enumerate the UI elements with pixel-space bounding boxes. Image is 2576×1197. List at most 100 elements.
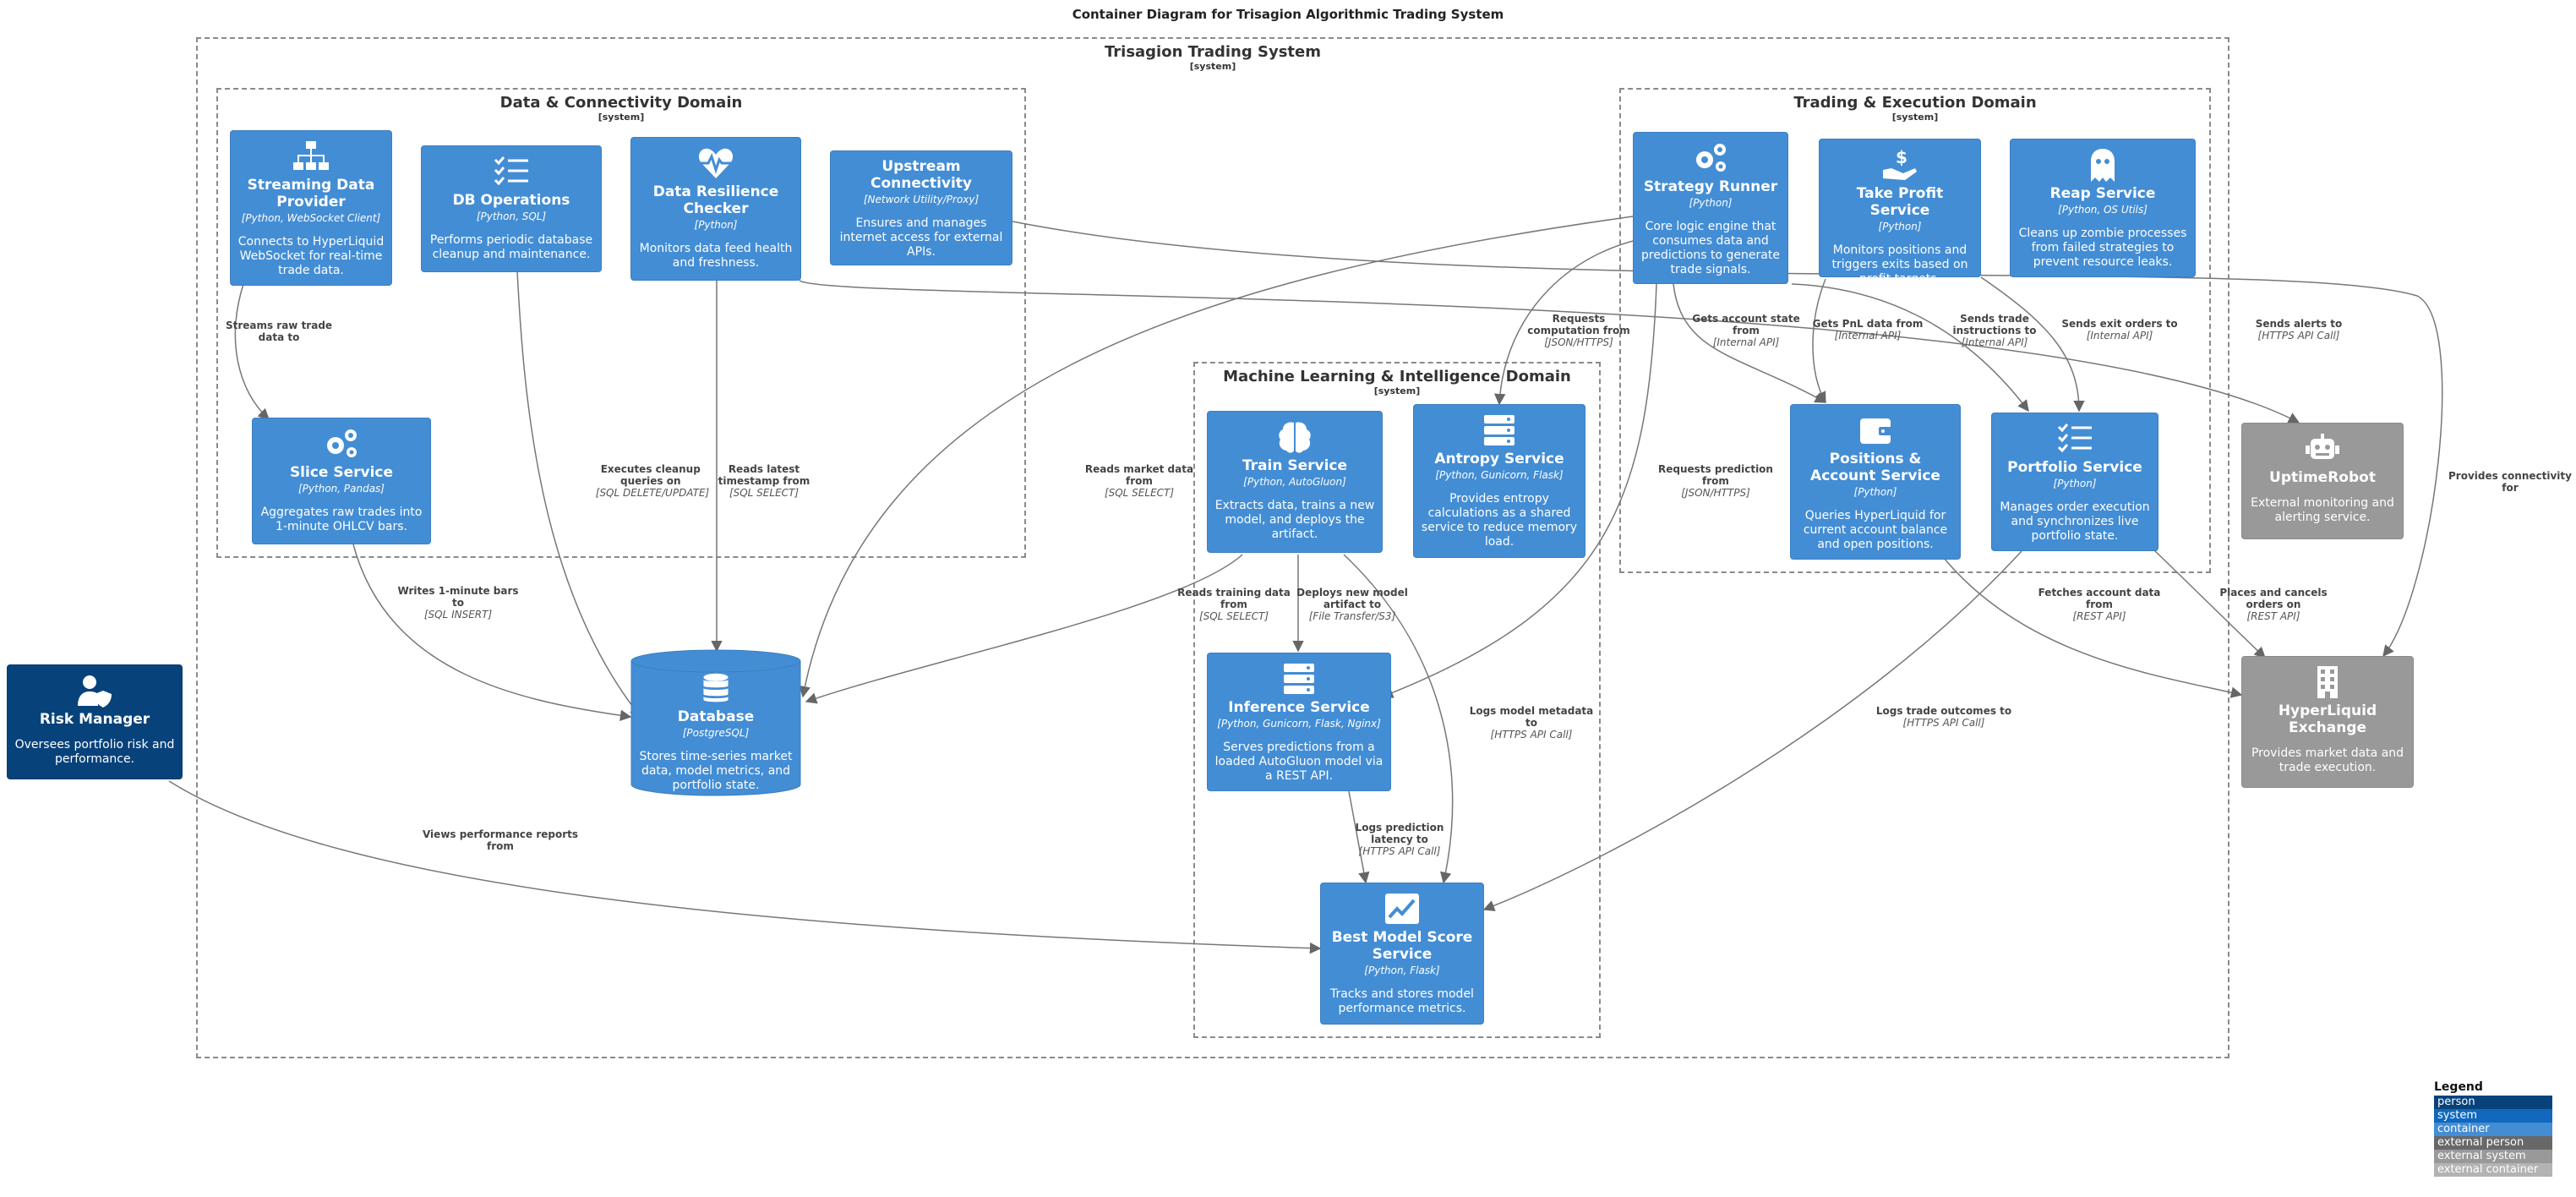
node-description: Provides market data and trade execution… — [2251, 746, 2404, 774]
edge-requests-computation — [1493, 234, 1666, 406]
edge-label: Gets PnL data from[Internal API] — [1812, 318, 1924, 342]
legend-item-external-container: external container — [2434, 1163, 2552, 1177]
edge-gets-pnl — [1812, 278, 1826, 404]
wallet-icon — [1855, 413, 1896, 447]
edge-requests-prediction — [1381, 283, 1657, 698]
legend-item-external-person: external person — [2434, 1136, 2552, 1150]
node-name: Inference Service — [1228, 699, 1370, 716]
node-technology: [Python] — [1853, 486, 1897, 498]
node-inference-service[interactable]: Inference Service [Python, Gunicorn, Fla… — [1207, 653, 1391, 791]
server-icon — [1479, 413, 1520, 447]
node-strategy-runner[interactable]: Strategy Runner [Python] Core logic engi… — [1633, 132, 1788, 284]
node-description: Performs periodic database cleanup and m… — [429, 233, 593, 261]
boundary-ml-intelligence: Machine Learning & Intelligence Domain [… — [1193, 362, 1601, 1038]
boundary-trading-system: Trisagion Trading System [system] — [196, 37, 2229, 1058]
node-name: Strategy Runner — [1643, 178, 1778, 195]
node-name: Train Service — [1242, 457, 1348, 474]
node-streaming-data-provider[interactable]: Streaming Data Provider [Python, WebSock… — [230, 130, 392, 286]
node-name: Best Model Score Service — [1331, 929, 1473, 963]
gears-icon — [321, 427, 362, 461]
edge-label: Sends alerts to[HTTPS API Call] — [2255, 318, 2343, 342]
edge-sends-alerts — [799, 280, 2300, 424]
edge-label: Writes 1-minute bars to[SQL INSERT] — [397, 585, 519, 620]
building-icon — [2307, 665, 2348, 699]
server-icon — [1279, 662, 1319, 696]
user-shield-icon — [74, 674, 115, 708]
node-take-profit-service[interactable]: $ Take Profit Service [Python] Monitors … — [1819, 139, 1981, 286]
edge-label: Sends exit orders to[Internal API] — [2061, 318, 2178, 342]
node-train-service[interactable]: Train Service [Python, AutoGluon] Extrac… — [1207, 411, 1383, 553]
list-check-icon — [2055, 422, 2095, 456]
edge-sends-trade-instructions — [1791, 283, 2029, 413]
node-technology: [Python] — [1878, 221, 1922, 232]
node-name: Take Profit Service — [1856, 185, 1944, 219]
node-description: Cleans up zombie processes from failed s… — [2018, 227, 2187, 269]
edge-reads-training-data — [805, 554, 1243, 704]
boundary-trading-execution: Trading & Execution Domain [system] — [1619, 88, 2211, 573]
node-name: Database — [677, 708, 755, 725]
node-description: Connects to HyperLiquid WebSocket for re… — [237, 235, 385, 277]
edge-label: Provides connectivity for — [2448, 470, 2572, 494]
legend-item-container: container — [2434, 1123, 2552, 1136]
boundary-title: Data & Connectivity Domain — [499, 94, 743, 112]
node-slice-service[interactable]: Slice Service [Python, Pandas] Aggregate… — [252, 418, 431, 544]
node-technology: [Python, WebSocket Client] — [241, 212, 381, 224]
node-technology: [PostgreSQL] — [682, 727, 750, 739]
node-reap-service[interactable]: Reap Service [Python, OS Utils] Cleans u… — [2010, 139, 2196, 277]
edge-logs-prediction-latency — [1348, 790, 1370, 884]
node-database[interactable]: Database [PostgreSQL] Stores time-series… — [630, 649, 801, 796]
boundary-type: [system] — [1373, 385, 1421, 396]
edge-reads-market-data — [799, 216, 1634, 698]
node-description: Core logic engine that consumes data and… — [1641, 220, 1780, 276]
legend-item-person: person — [2434, 1096, 2552, 1109]
legend-title: Legend — [2434, 1080, 2483, 1094]
edge-label: Deploys new model artifact to[File Trans… — [1296, 587, 1408, 622]
node-description: Tracks and stores model performance metr… — [1330, 987, 1474, 1015]
node-best-model-score-service[interactable]: Best Model Score Service [Python, Flask]… — [1320, 883, 1484, 1025]
hand-dollar-icon: $ — [1880, 148, 1920, 182]
node-uptimerobot[interactable]: UptimeRobot External monitoring and aler… — [2241, 423, 2404, 539]
node-risk-manager[interactable]: Risk Manager Oversees portfolio risk and… — [7, 664, 183, 779]
edge-label: Logs model metadata to[HTTPS API Call] — [1469, 705, 1594, 741]
node-description: Oversees portfolio risk and performance. — [14, 738, 175, 766]
node-db-operations[interactable]: DB Operations [Python, SQL] Performs per… — [421, 145, 602, 272]
node-upstream-connectivity[interactable]: Upstream Connectivity [Network Utility/P… — [830, 150, 1012, 265]
node-description: Monitors positions and triggers exits ba… — [1831, 243, 1968, 286]
node-name: Positions & Account Service — [1810, 451, 1940, 484]
legend-item-external-system: external system — [2434, 1150, 2552, 1163]
boundary-type: [system] — [598, 112, 645, 123]
node-description: Aggregates raw trades into 1-minute OHLC… — [260, 506, 423, 533]
node-technology: [Python] — [2053, 478, 2097, 489]
node-description: Serves predictions from a loaded AutoGlu… — [1214, 741, 1384, 783]
boundary-title: Trading & Execution Domain — [1793, 94, 2037, 112]
boundary-data-connectivity: Data & Connectivity Domain [system] — [216, 88, 1026, 558]
database-cylinder — [630, 649, 801, 796]
node-portfolio-service[interactable]: Portfolio Service [Python] Manages order… — [1991, 413, 2158, 551]
node-hyperliquid-exchange[interactable]: HyperLiquid Exchange Provides market dat… — [2241, 656, 2414, 788]
edge-label: Places and cancels orders on[REST API] — [2219, 587, 2328, 622]
edge-label: Logs trade outcomes to[HTTPS API Call] — [1875, 705, 2012, 729]
edge-label: Reads training data from[SQL SELECT] — [1177, 587, 1291, 622]
node-name: UptimeRobot — [2269, 469, 2376, 486]
node-name: DB Operations — [452, 192, 570, 209]
legend: Legend person system container external … — [2434, 1080, 2552, 1177]
edge-label: Fetches account data from[REST API] — [2038, 587, 2161, 622]
sitemap-icon — [291, 139, 331, 173]
edge-provides-connectivity — [1012, 221, 2443, 658]
node-technology: [Python, Gunicorn, Flask, Nginx] — [1217, 718, 1381, 730]
edge-label: Reads latest timestamp from[SQL SELECT] — [718, 463, 810, 499]
node-data-resilience-checker[interactable]: Data Resilience Checker [Python] Monitor… — [630, 137, 801, 281]
edge-executes-cleanup — [516, 270, 641, 719]
edge-label: Logs prediction latency to[HTTPS API Cal… — [1355, 822, 1444, 857]
edge-places-orders — [2153, 549, 2266, 659]
brain-icon — [1274, 420, 1315, 454]
node-description: Extracts data, trains a new model, and d… — [1214, 499, 1375, 541]
node-description: Stores time-series market data, model me… — [639, 750, 793, 792]
database-icon — [696, 671, 736, 705]
node-antropy-service[interactable]: Antropy Service [Python, Gunicorn, Flask… — [1413, 404, 1585, 558]
node-name: Streaming Data Provider — [247, 177, 375, 210]
edge-streams-raw-trade — [234, 283, 270, 420]
edge-label: Requests prediction from[JSON/HTTPS] — [1658, 463, 1773, 499]
node-positions-account-service[interactable]: Positions & Account Service [Python] Que… — [1790, 404, 1961, 560]
